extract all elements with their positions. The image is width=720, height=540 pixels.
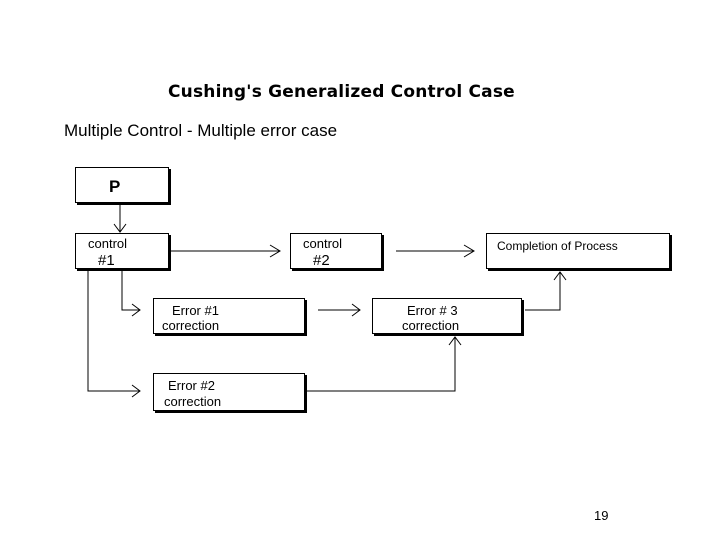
connector-error2-to-error3 xyxy=(307,337,456,392)
box-p-label: P xyxy=(109,177,121,196)
slide-title: Cushing's Generalized Control Case xyxy=(168,82,515,102)
slide-subtitle: Multiple Control - Multiple error case xyxy=(64,121,338,140)
box-control-1-line2: #1 xyxy=(98,252,115,269)
box-control-2-line2: #2 xyxy=(313,252,330,269)
box-control-1-line1: control xyxy=(88,236,128,251)
connector-error3-to-completion xyxy=(525,272,561,311)
arrowhead-control1-to-error1 xyxy=(131,303,141,317)
arrowhead-error2-to-error3 xyxy=(448,336,462,346)
box-completion-label: Completion of Process xyxy=(497,239,618,253)
page-number: 19 xyxy=(594,508,609,523)
box-error-2-line2: correction xyxy=(164,394,222,409)
arrowhead-error3-to-completion xyxy=(553,271,567,281)
box-error-1-line2: correction xyxy=(162,318,220,333)
arrowhead-error1-to-error3 xyxy=(351,303,361,317)
box-completion-of-process: Completion of Process xyxy=(486,233,670,269)
box-control-1: control #1 xyxy=(75,233,169,269)
arrowhead-control2-to-completion xyxy=(463,244,475,258)
box-error-2-correction: Error #2 correction xyxy=(153,373,305,411)
arrowhead-control1-to-error2 xyxy=(131,384,141,398)
box-error-3-correction: Error # 3 correction xyxy=(372,298,522,334)
arrowhead-p-to-control1 xyxy=(113,223,127,233)
box-error-3-line2: correction xyxy=(402,318,460,333)
connector-control1-to-error2 xyxy=(87,269,140,392)
box-error-3-line1: Error # 3 xyxy=(407,303,458,318)
box-control-2-line1: control xyxy=(303,236,343,251)
box-error-1-line1: Error #1 xyxy=(172,303,219,318)
box-error-1-correction: Error #1 correction xyxy=(153,298,305,334)
box-p: P xyxy=(75,167,169,203)
arrowhead-control1-to-control2 xyxy=(269,244,281,258)
box-error-2-line1: Error #2 xyxy=(168,378,215,393)
connector-control1-to-error1 xyxy=(121,269,140,311)
box-control-2: control #2 xyxy=(290,233,382,269)
